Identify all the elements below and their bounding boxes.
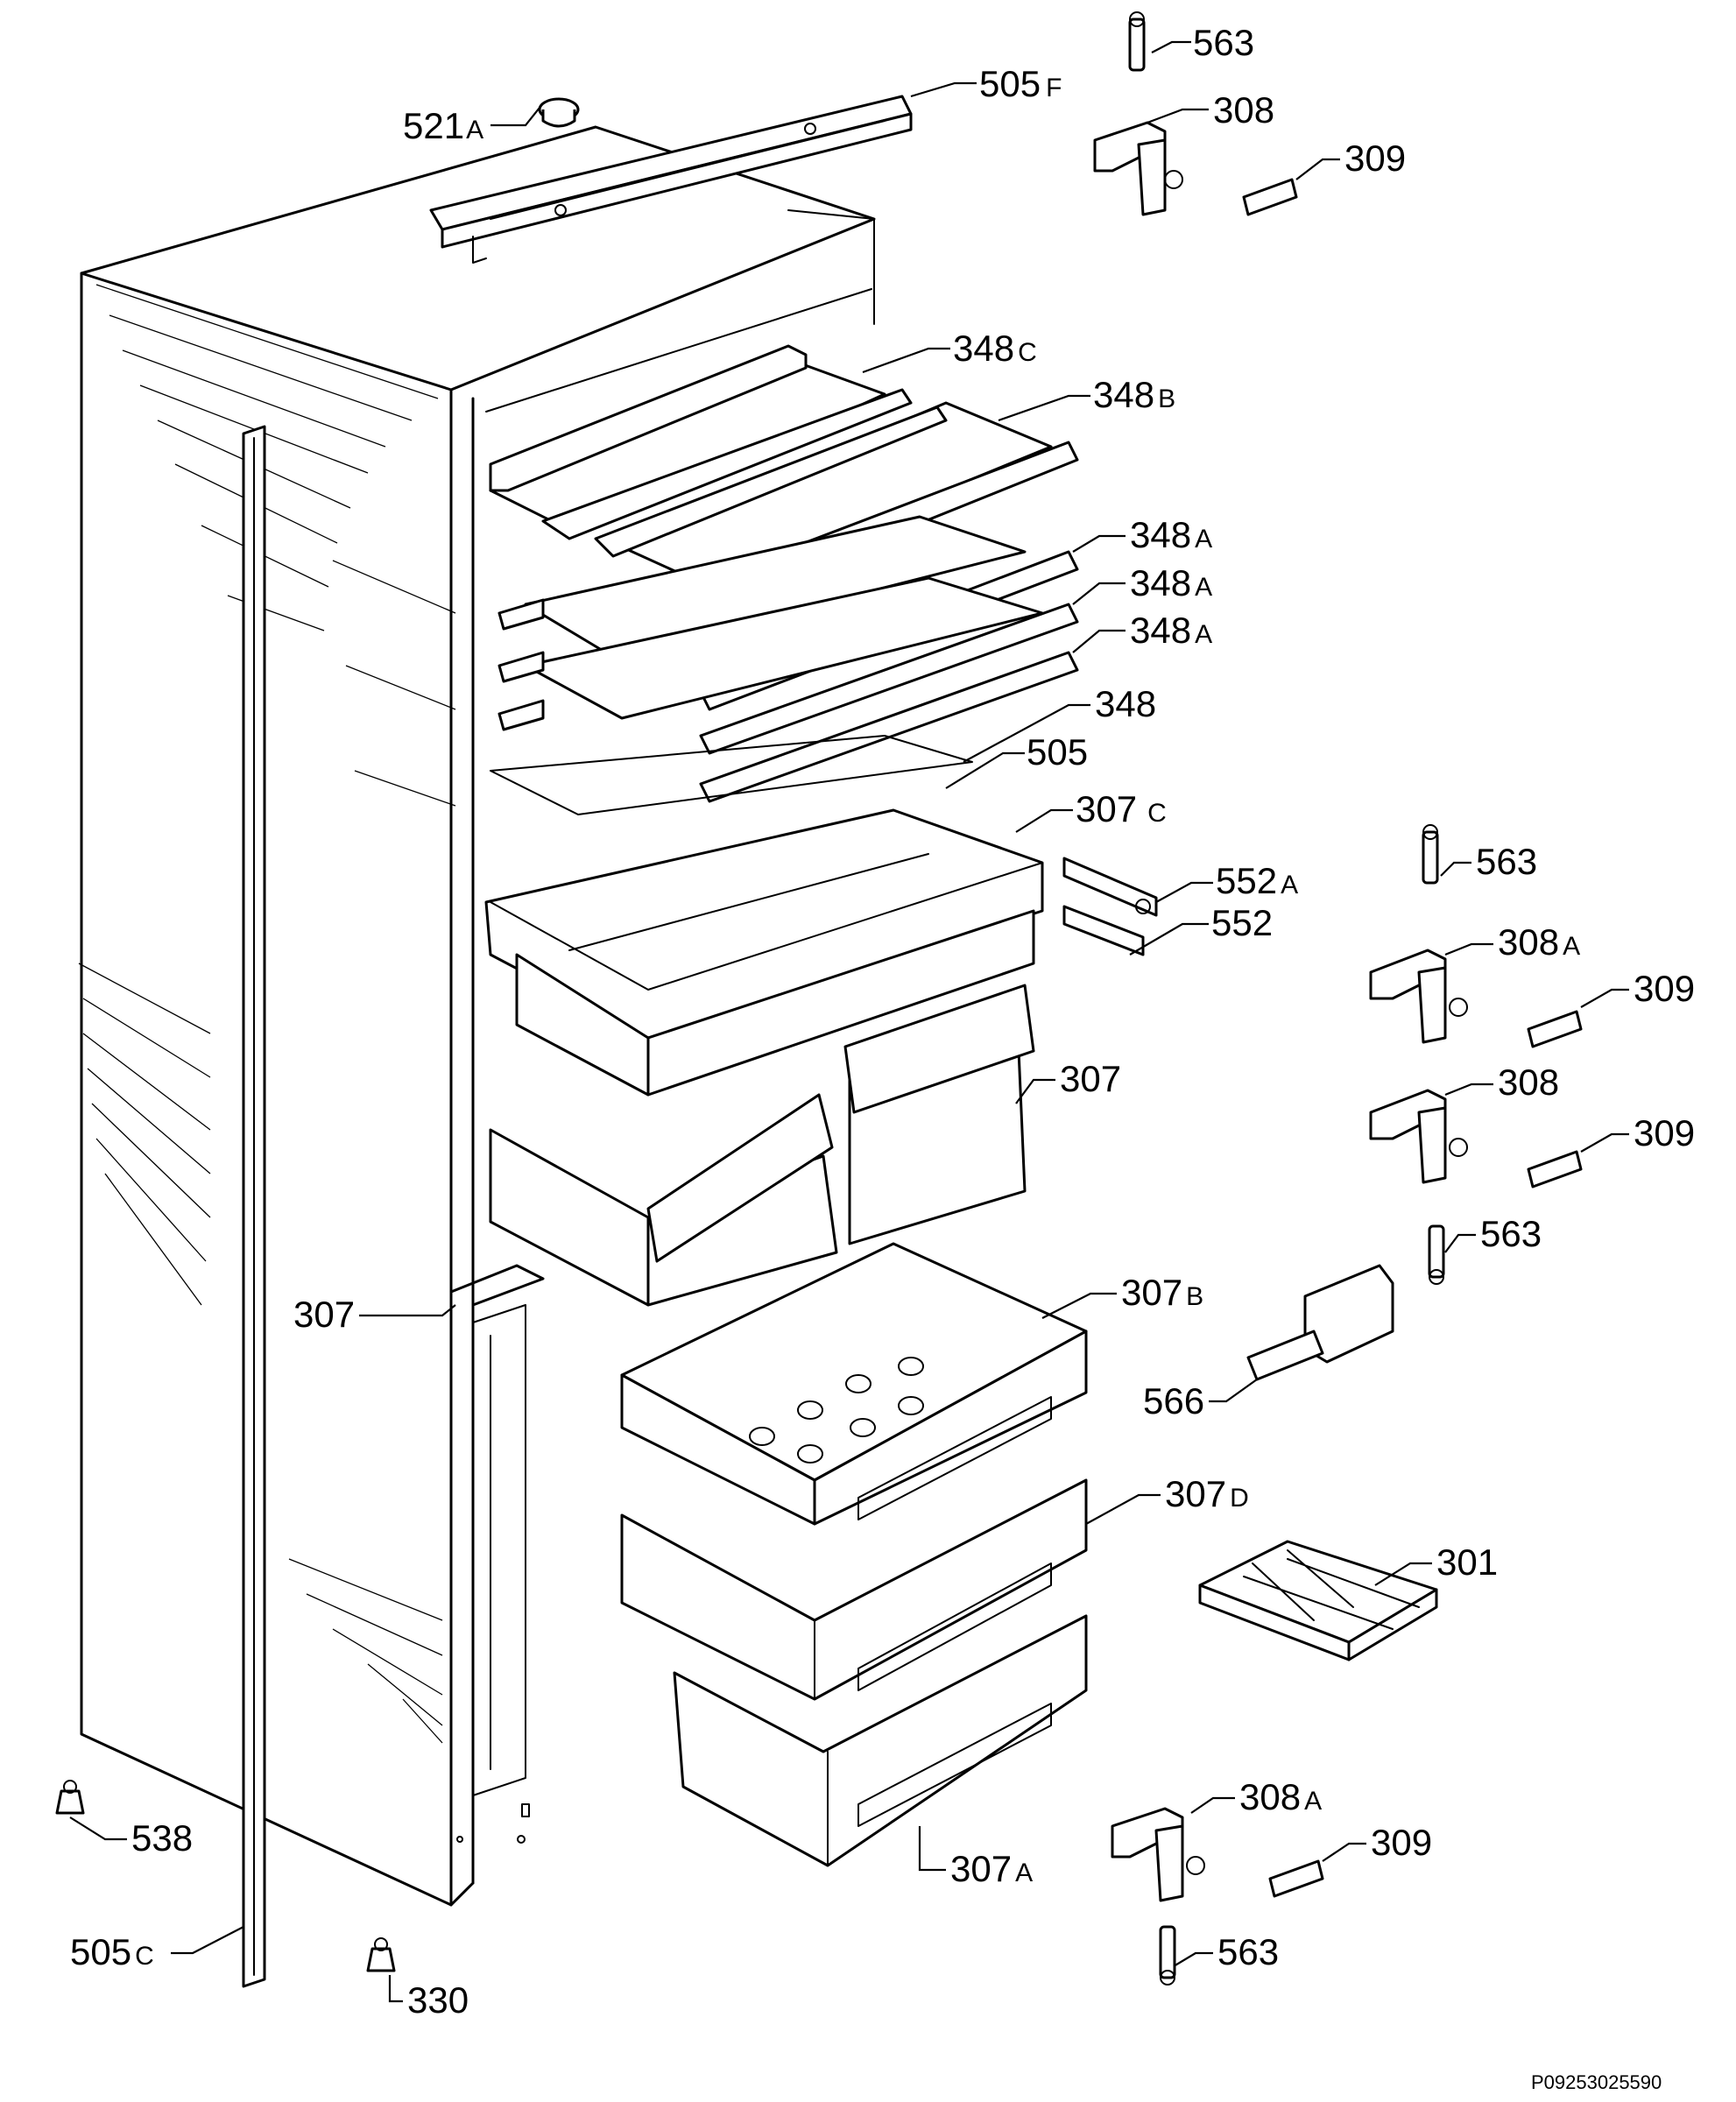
label-521a: 521A [403,105,483,146]
ice-scraper-566 [1246,1264,1394,1381]
pin-563-low [1428,1224,1445,1285]
slide-rails-552 [1062,857,1158,956]
crisper-cover-307c [484,808,1044,1040]
label-563-top: 563 [1193,22,1254,63]
leader-lines [69,40,1629,2003]
label-308-mid: 308 [1498,1062,1559,1103]
label-330: 330 [407,1979,469,2021]
basket-holes [749,1357,924,1464]
label-307-right: 307 [1060,1058,1121,1099]
shelf-348 [490,735,973,815]
label-563-low: 563 [1480,1213,1542,1254]
shelves [489,344,1079,815]
label-505: 505 [1027,731,1088,772]
reference-code: P09253025590 [1531,2071,1662,2093]
label-552: 552 [1211,902,1273,943]
label-307-left: 307 [293,1294,355,1335]
hinge-308-mid [1369,1089,1468,1184]
refrigerator-cabinet [78,125,876,1907]
cover-309-top [1242,178,1298,216]
label-348: 348 [1095,683,1156,724]
label-563-mid: 563 [1476,841,1537,882]
cover-309-mid1 [1527,1010,1583,1048]
label-563-bottom: 563 [1217,1931,1279,1972]
foot-538 [55,1780,85,1815]
shelf-348c [489,344,913,540]
label-308-top: 308 [1213,89,1274,130]
freezer-basket-307b [620,1242,1088,1526]
freezer-basket-307d [620,1478,1088,1701]
door-gasket-505c [242,425,266,1988]
drawer-307-upper [515,909,1035,1245]
label-301: 301 [1436,1541,1498,1583]
label-538: 538 [131,1817,193,1859]
shelf-348a-3 [498,651,1079,803]
pin-563-bottom [1159,1925,1176,1986]
shelf-348a-2 [498,576,1079,755]
label-309-mid2: 309 [1634,1112,1695,1153]
top-hinge-rail-505f [429,95,913,264]
hinge-308a-mid [1369,949,1468,1044]
pin-563-mid [1422,824,1439,885]
cover-309-mid2 [1527,1150,1583,1189]
label-309-mid1: 309 [1634,968,1695,1009]
hinge-308a-bottom [1111,1807,1205,1902]
ice-tray-301 [1198,1540,1438,1661]
hinge-cap-521a [538,97,580,128]
hinge-308-top [1093,121,1183,216]
pin-563-top [1128,11,1146,72]
cover-309-bottom [1268,1859,1324,1898]
drawer-307-lower [489,1093,838,1307]
label-309-top: 309 [1344,138,1406,179]
cabinet-side-shading [78,284,456,1744]
foot-330 [366,1937,396,1972]
label-309-bottom: 309 [1371,1822,1432,1863]
freezer-basket-307a [673,1614,1088,1867]
label-566: 566 [1143,1380,1204,1421]
